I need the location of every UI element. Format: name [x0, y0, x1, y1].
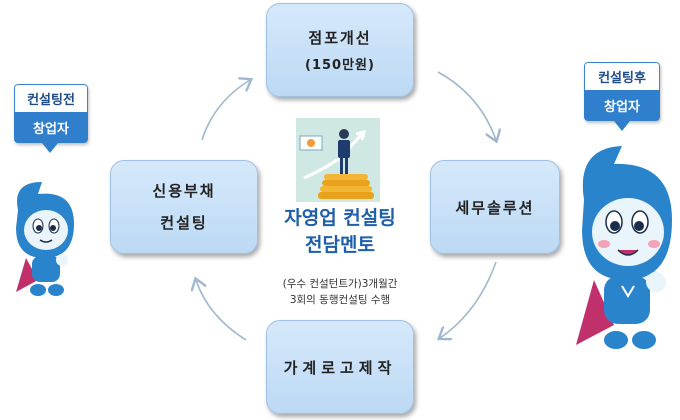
- store-improvement-amount: (150만원): [305, 58, 375, 73]
- credit-debt-label: 신용부채: [152, 182, 216, 200]
- center-title-line1: 자영업 컨설팅: [284, 207, 396, 229]
- center-note: (우수 컨설턴트가)3개월간 3회의 동행컨설팅 수행: [250, 276, 430, 308]
- mascot-character-small-icon: [16, 182, 74, 296]
- mascot-character-large-icon: [576, 146, 672, 349]
- business-coin-illustration-icon: [296, 118, 380, 202]
- credit-debt-consulting-box: 신용부채 컨설팅: [110, 160, 258, 254]
- store-logo-box: 가계로고제작: [266, 320, 414, 414]
- center-title-line2: 전담멘토: [305, 234, 375, 256]
- store-logo-label: 가계로고제작: [283, 358, 397, 377]
- tax-solution-label: 세무솔루션: [455, 198, 535, 217]
- tag-pointer-right: [614, 121, 630, 131]
- before-consulting-label: 컨설팅전: [14, 84, 88, 112]
- after-consulting-tag: 컨설팅후 창업자: [584, 62, 660, 121]
- founder-label-right: 창업자: [584, 90, 660, 121]
- store-improvement-box: 점포개선 (150만원): [266, 3, 414, 97]
- center-note-line2: 3회의 동행컨설팅 수행: [289, 294, 391, 306]
- store-improvement-label: 점포개선: [308, 29, 372, 47]
- center-note-line1: (우수 컨설턴트가)3개월간: [282, 278, 398, 290]
- before-consulting-tag: 컨설팅전 창업자: [14, 84, 88, 143]
- consulting-label: 컨설팅: [160, 214, 208, 232]
- arrow-bottom-left: [196, 280, 247, 341]
- tag-pointer-left: [42, 143, 58, 153]
- founder-label-left: 창업자: [14, 112, 88, 143]
- tax-solution-box: 세무솔루션: [430, 160, 560, 254]
- center-title: 자영업 컨설팅 전담멘토: [250, 205, 430, 259]
- after-consulting-label: 컨설팅후: [584, 62, 660, 90]
- arrow-left-top: [201, 80, 250, 141]
- arrow-top-right: [437, 71, 496, 140]
- arrow-right-bottom: [440, 261, 497, 338]
